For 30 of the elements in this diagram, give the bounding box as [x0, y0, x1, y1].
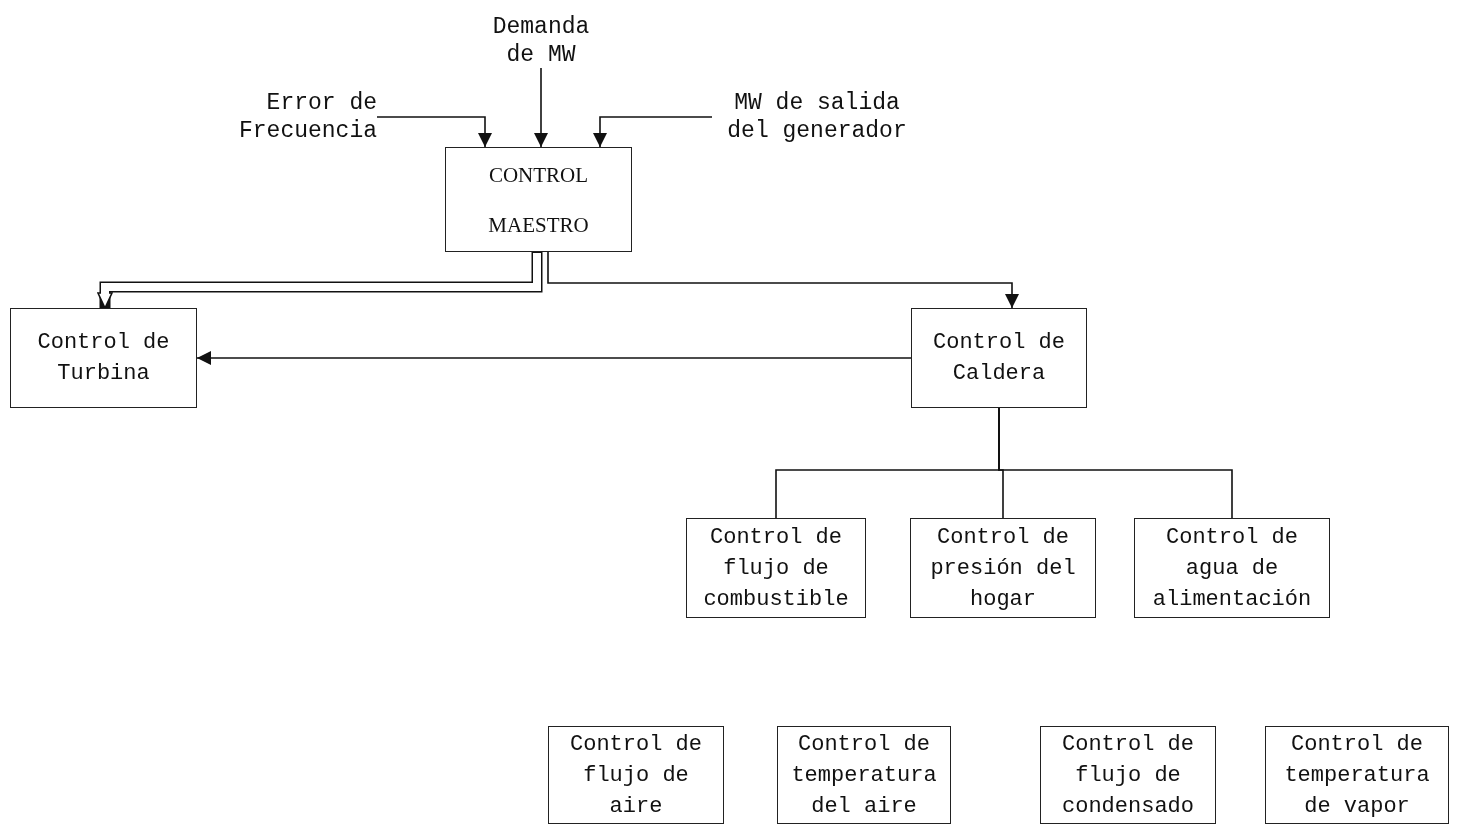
box-label: Control de flujo de combustible [702, 523, 850, 614]
box-label: Control de Caldera [932, 329, 1066, 388]
control-box [1265, 726, 1449, 824]
control-box [445, 147, 632, 252]
box-label: Control de flujo de condensado [1061, 730, 1195, 821]
master-control-box [686, 518, 866, 618]
control-box [1040, 726, 1216, 824]
control-box [10, 308, 197, 408]
control-box [1134, 518, 1330, 618]
control-box [548, 726, 724, 824]
arrow [534, 67, 548, 148]
arrow [196, 351, 912, 365]
control-box [911, 308, 1087, 408]
box-label: Control de agua de alimentación [1151, 523, 1313, 614]
arrow [593, 116, 713, 148]
arrow [376, 116, 492, 148]
box-label: Control de Turbina [36, 329, 171, 388]
input-signal-label: Demanda de MW [491, 13, 591, 69]
box-label: Control de temperatura de vapor [1283, 730, 1431, 821]
control-box [777, 726, 951, 824]
box-label: Control de flujo de aire [569, 730, 703, 821]
arrow [547, 251, 1019, 309]
box-label: CONTROL MAESTRO [487, 161, 590, 239]
box-label: Control de presión del hogar [929, 523, 1077, 614]
input-signal-label: MW de salida del generador [726, 89, 908, 145]
control-box [910, 518, 1096, 618]
input-signal-label: Error de Frecuencia [237, 89, 377, 145]
connector-line [998, 407, 1233, 519]
box-label: Control de temperatura del aire [790, 730, 938, 821]
hollow-arrow [97, 252, 543, 309]
